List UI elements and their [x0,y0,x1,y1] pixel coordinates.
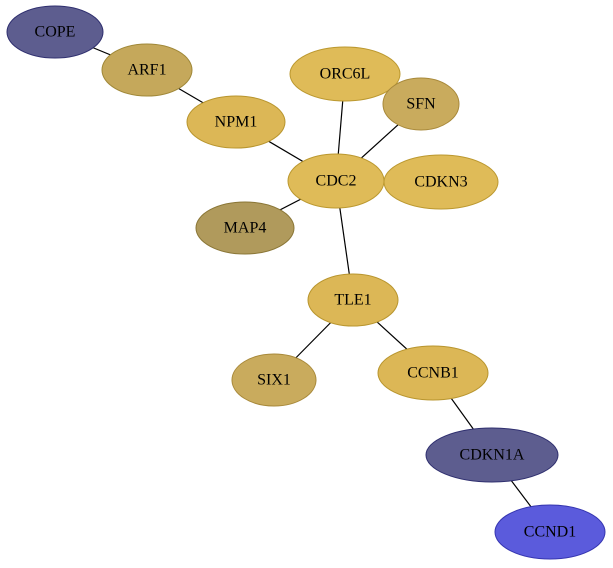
node-shape[interactable] [6,5,104,59]
node-label: COPE [35,24,76,41]
node-map4[interactable]: MAP4 [195,201,295,255]
node-shape[interactable] [307,273,399,327]
node-label: SIX1 [257,372,291,389]
node-label: SFN [406,96,436,113]
node-shape[interactable] [186,95,286,149]
node-ccnd1[interactable]: CCND1 [494,504,606,560]
node-orc6l[interactable]: ORC6L [289,46,401,102]
node-ccnb1[interactable]: CCNB1 [377,345,489,401]
node-shape[interactable] [383,154,499,210]
node-npm1[interactable]: NPM1 [186,95,286,149]
node-label: CDKN1A [460,447,525,464]
node-sfn[interactable]: SFN [382,77,460,131]
node-label: MAP4 [224,220,267,237]
node-shape[interactable] [231,353,317,407]
node-shape[interactable] [382,77,460,131]
node-shape[interactable] [425,427,559,483]
node-shape[interactable] [289,46,401,102]
node-label: CDKN3 [414,174,467,191]
node-shape[interactable] [195,201,295,255]
node-six1[interactable]: SIX1 [231,353,317,407]
node-shape[interactable] [101,43,193,97]
node-cdkn1a[interactable]: CDKN1A [425,427,559,483]
node-tle1[interactable]: TLE1 [307,273,399,327]
node-cdc2[interactable]: CDC2 [287,153,385,209]
node-label: ARF1 [127,62,166,79]
node-shape[interactable] [377,345,489,401]
node-arf1[interactable]: ARF1 [101,43,193,97]
node-label: CCNB1 [407,365,459,382]
node-cdkn3[interactable]: CDKN3 [383,154,499,210]
node-shape[interactable] [494,504,606,560]
node-label: CDC2 [316,173,357,190]
node-label: TLE1 [334,292,371,309]
node-label: ORC6L [320,66,371,83]
node-label: NPM1 [215,114,258,131]
node-cope[interactable]: COPE [6,5,104,59]
node-label: CCND1 [524,524,576,541]
